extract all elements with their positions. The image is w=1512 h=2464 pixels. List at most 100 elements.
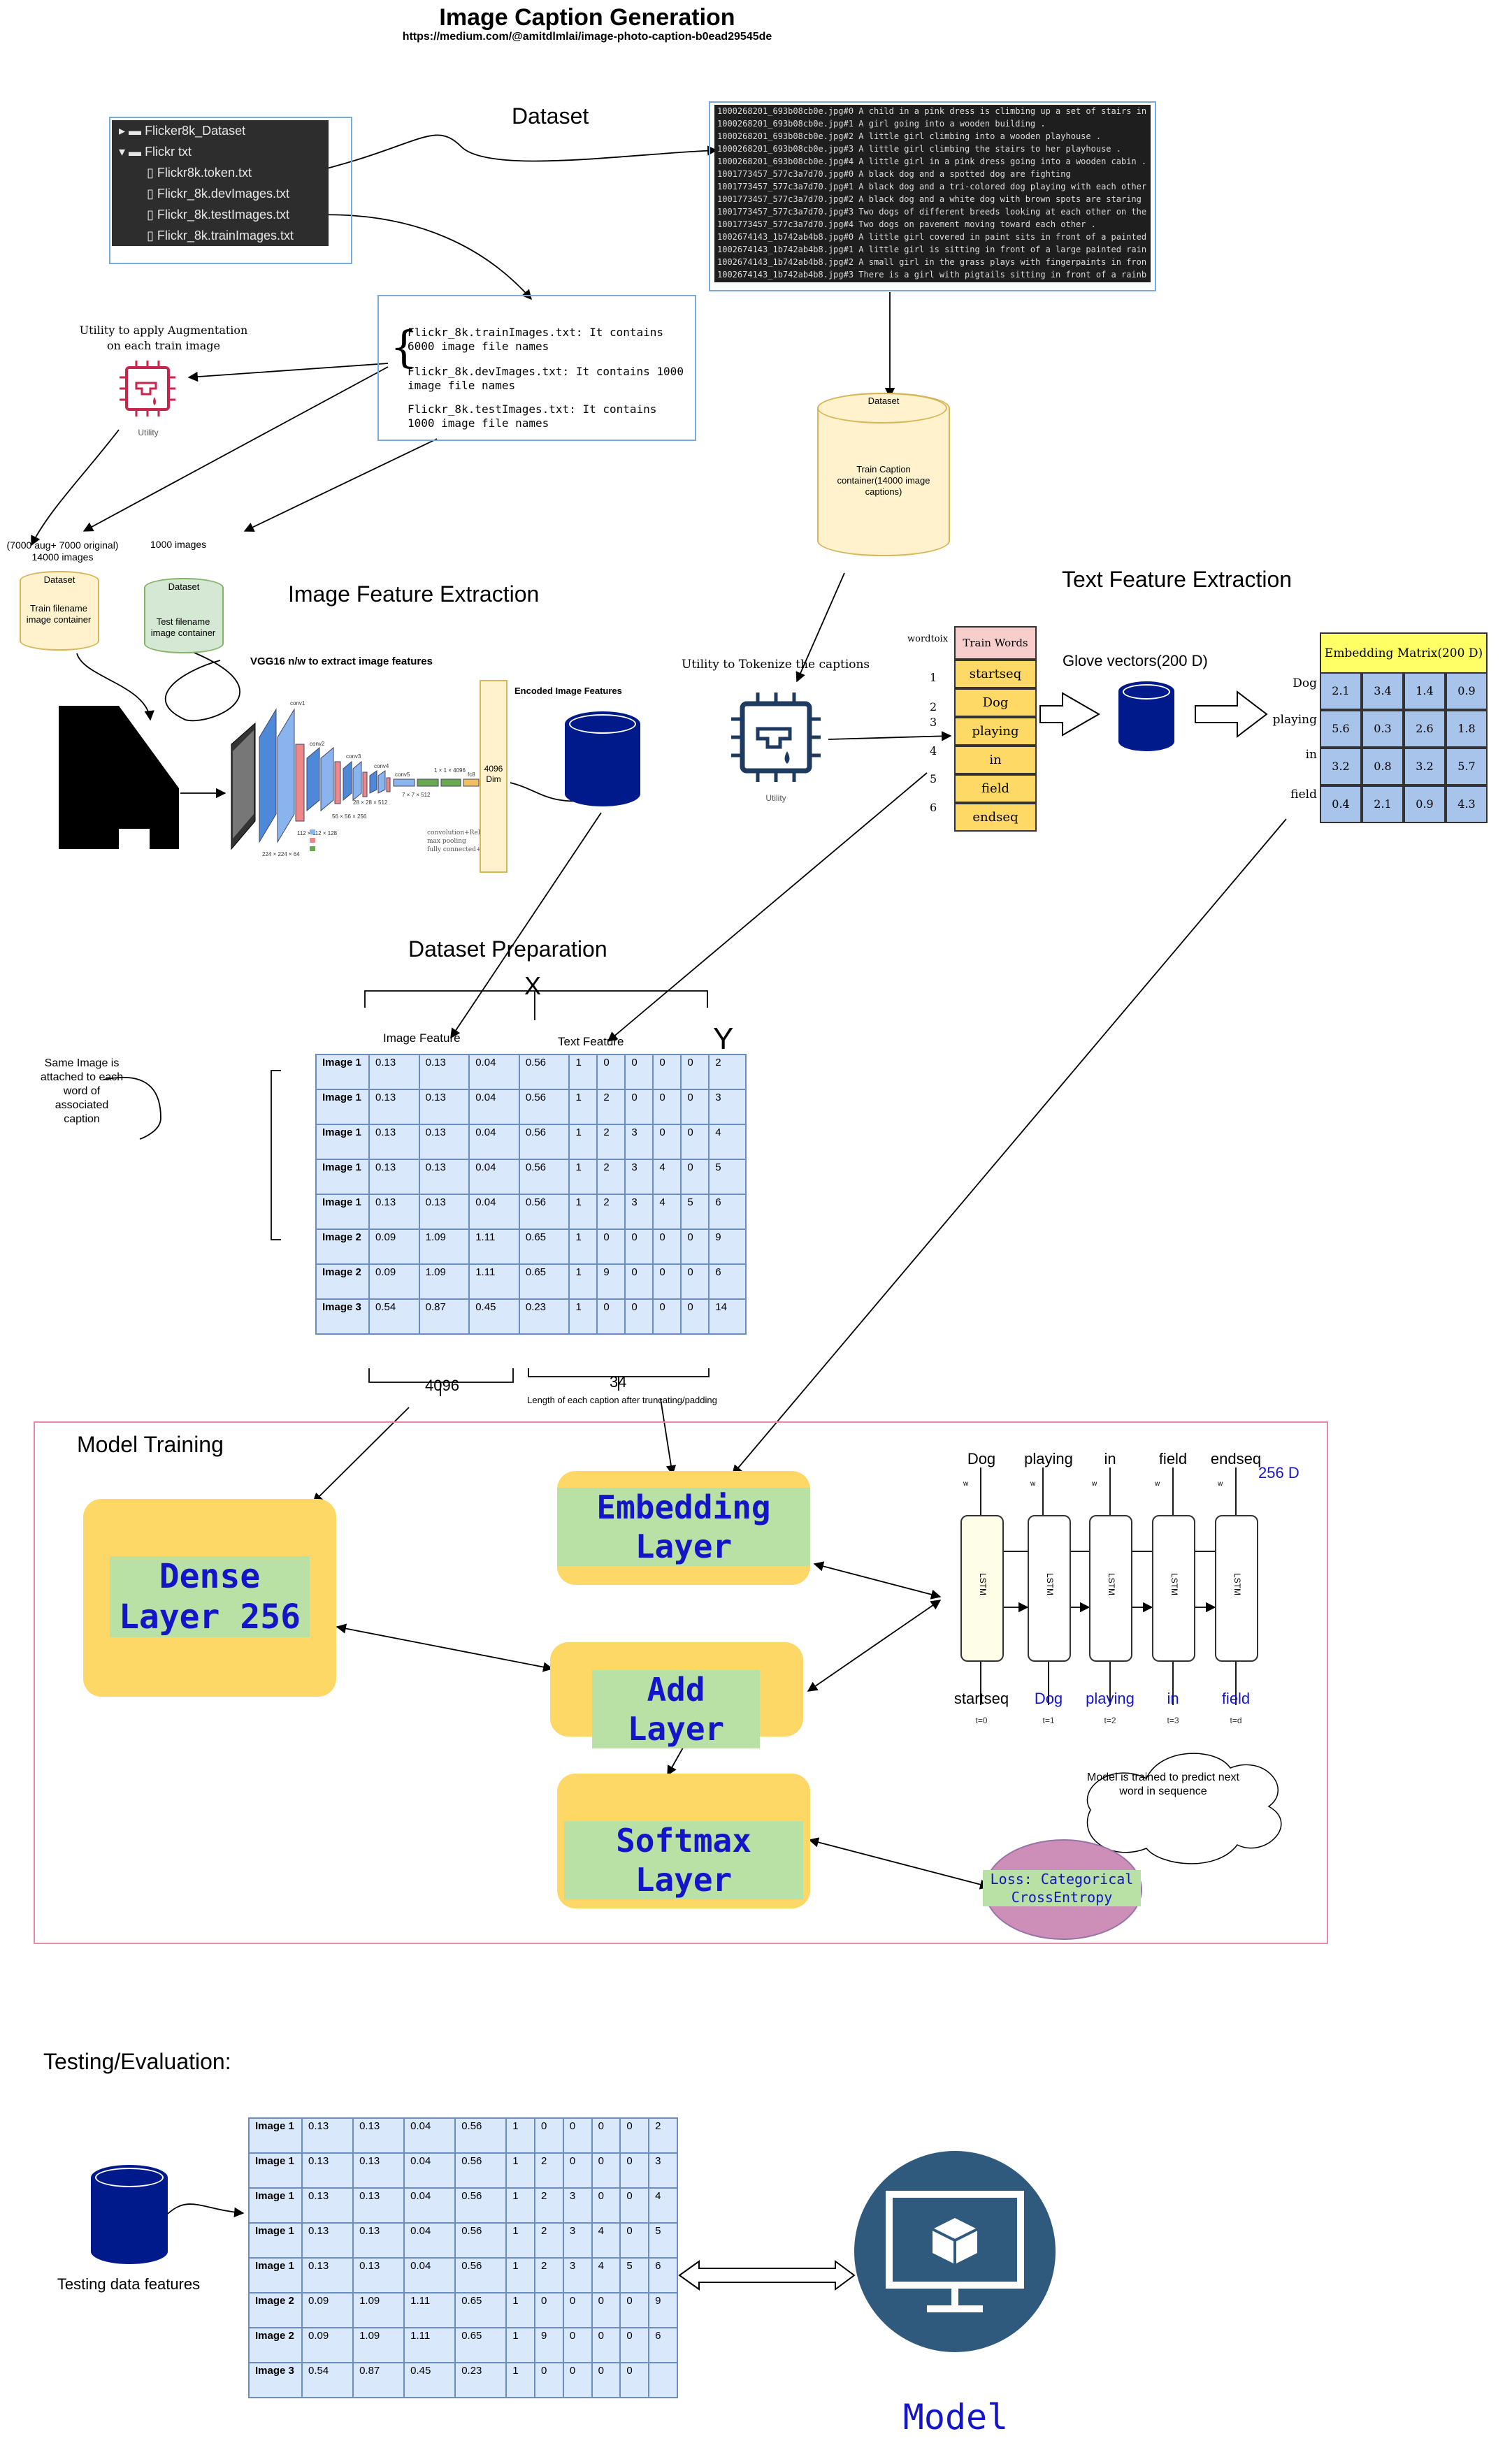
vgg-output-dim-bar: 4096 Dim xyxy=(480,680,507,873)
table-cell: 3 xyxy=(648,2152,678,2189)
split-note-test: Flickr_8k.testImages.txt: It contains 10… xyxy=(408,403,657,430)
image-feature-heading: Image Feature Extraction xyxy=(288,581,540,607)
page-subtitle-url[interactable]: https://medium.com/@amitdlmlai/image-pho… xyxy=(402,31,772,43)
row-image-id: Image 3 xyxy=(315,1298,370,1335)
table-cell: 3 xyxy=(624,1194,654,1230)
add-layer-label: Add Layer xyxy=(592,1670,760,1748)
table-cell: 1.11 xyxy=(403,2327,456,2363)
arrow-glove-to-matrix xyxy=(1195,690,1268,739)
table-cell: 0.13 xyxy=(301,2117,354,2154)
table-cell: 0 xyxy=(624,1229,654,1265)
table-cell: 0.13 xyxy=(352,2152,405,2189)
token-line: 1002674143_1b742ab4b8.jpg#1 A little gir… xyxy=(717,245,1147,254)
lstm-cell: LSTM xyxy=(1215,1515,1258,1662)
x-label: X xyxy=(524,971,542,1000)
folder-icon: ▬ xyxy=(129,124,142,138)
embedding-row-word: in xyxy=(1305,748,1317,762)
tree-file-token[interactable]: ▯ Flickr8k.token.txt xyxy=(147,166,252,180)
table-cell: 0 xyxy=(680,1159,710,1195)
table-cell: 0 xyxy=(652,1089,682,1125)
dim-34-label: 34 xyxy=(610,1373,627,1391)
table-cell: 0 xyxy=(591,2117,621,2154)
table-cell: 0 xyxy=(652,1124,682,1160)
token-line: 1002674143_1b742ab4b8.jpg#0 A little gir… xyxy=(717,232,1147,242)
table-cell: 0.13 xyxy=(301,2222,354,2259)
tree-folder-txt[interactable]: ▾ ▬ Flickr txt xyxy=(119,145,192,159)
arrow-notes-to-utility xyxy=(187,363,389,382)
table-cell: 1 xyxy=(568,1089,598,1125)
augmented-count: (7000 aug+ 7000 original) 14000 images xyxy=(6,539,119,563)
file-icon: ▯ xyxy=(147,208,154,222)
legend-conv: convolution+ReLU xyxy=(427,829,487,836)
table-cell: 5 xyxy=(619,2257,650,2293)
table-cell: 0 xyxy=(562,2117,593,2154)
table-cell: 0 xyxy=(591,2362,621,2398)
table-cell: 0 xyxy=(534,2117,564,2154)
dim-4096-label: 4096 xyxy=(425,1377,459,1394)
table-cell: 0.56 xyxy=(454,2187,507,2224)
caption-length-note: Length of each caption after truncating/… xyxy=(527,1395,717,1405)
table-cell: 0.65 xyxy=(518,1263,570,1300)
svg-text:112 × 112 × 128: 112 × 112 × 128 xyxy=(297,830,338,836)
embedding-cell: 2.1 xyxy=(1362,785,1404,823)
table-cell: 0 xyxy=(619,2222,650,2259)
table-cell: 0.04 xyxy=(403,2187,456,2224)
table-cell: 5 xyxy=(648,2222,678,2259)
table-cell: 0.04 xyxy=(468,1054,520,1090)
table-cell: 0 xyxy=(619,2292,650,2328)
svg-text:conv3: conv3 xyxy=(346,753,361,760)
table-cell: 0 xyxy=(680,1124,710,1160)
table-cell: 0.13 xyxy=(352,2222,405,2259)
cylinder-rim xyxy=(817,393,947,423)
tree-file-test[interactable]: ▯ Flickr_8k.testImages.txt xyxy=(147,208,289,222)
lstm-cell: LSTM xyxy=(1028,1515,1071,1662)
embedding-cell: 2.1 xyxy=(1320,672,1362,710)
svg-text:224 × 224 × 64: 224 × 224 × 64 xyxy=(262,851,300,857)
table-cell: 0 xyxy=(624,1089,654,1125)
lstm-cell-label: LSTM xyxy=(1232,1572,1243,1596)
table-cell: 0.04 xyxy=(403,2152,456,2189)
embedding-matrix-title: Embedding Matrix(200 D) xyxy=(1320,632,1488,674)
table-cell: 2 xyxy=(596,1194,626,1230)
table-cell: 0.13 xyxy=(418,1124,470,1160)
softmax-layer-block: Softmax Layer xyxy=(557,1774,810,1908)
lstm-input-word: in xyxy=(1167,1690,1179,1707)
train-word-cell: in xyxy=(954,746,1037,774)
word-index: 2 xyxy=(930,700,937,713)
tree-file-train[interactable]: ▯ Flickr_8k.trainImages.txt xyxy=(147,229,294,242)
table-cell: 0 xyxy=(619,2187,650,2224)
arrow-table-model xyxy=(678,2260,856,2291)
glove-label: Glove vectors(200 D) xyxy=(1063,652,1208,669)
row-image-id: Image 2 xyxy=(248,2327,303,2363)
table-cell: 14 xyxy=(708,1298,747,1335)
token-line: 1000268201_693b08cb0e.jpg#4 A little gir… xyxy=(717,157,1147,166)
svg-text:7 × 7 × 512: 7 × 7 × 512 xyxy=(402,792,431,798)
lstm-cell-label: LSTM xyxy=(978,1572,988,1596)
testing-db-icon xyxy=(91,2165,168,2264)
lstm-output-word: endseq xyxy=(1210,1450,1262,1467)
train-caption-text: Train Caption container(14000 image capt… xyxy=(837,464,930,497)
tree-folder-dataset[interactable]: ▸ ▬ Flicker8k_Dataset xyxy=(119,124,246,138)
table-cell: 3 xyxy=(708,1089,747,1125)
table-cell: 0 xyxy=(624,1054,654,1090)
word-index: 5 xyxy=(930,772,937,785)
lstm-time-step: t=3 xyxy=(1167,1716,1179,1725)
embedding-cell: 3.2 xyxy=(1404,748,1446,785)
table-cell: 0 xyxy=(652,1298,682,1335)
table-cell: 0 xyxy=(652,1263,682,1300)
lstm-weight-label: w xyxy=(1155,1480,1160,1488)
tree-file-dev[interactable]: ▯ Flickr_8k.devImages.txt xyxy=(147,187,289,201)
table-cell: 0.13 xyxy=(301,2152,354,2189)
row-image-id: Image 1 xyxy=(248,2152,303,2189)
wordtoix-label: wordtoix xyxy=(907,634,949,644)
image-feature-label: Image Feature xyxy=(383,1031,461,1045)
dataset-heading: Dataset xyxy=(512,103,589,129)
table-cell: 3 xyxy=(562,2187,593,2224)
embedding-cell: 0.4 xyxy=(1320,785,1362,823)
